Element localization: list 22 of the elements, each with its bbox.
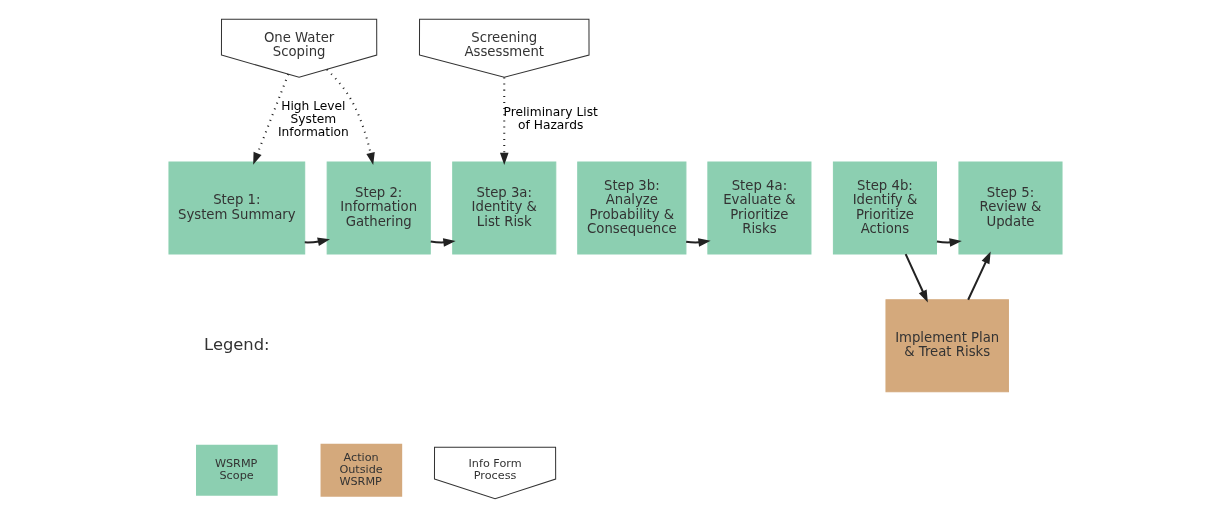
node-box: Step 3b: Analyze Probability & Consequence [576, 161, 686, 254]
arrow [966, 250, 991, 300]
legend-label: WSRMP Scope [214, 456, 257, 482]
edge-label: Preliminary List of Hazards [503, 104, 598, 132]
node-box: Step 4a: Evaluate & Prioritize Risks [706, 161, 811, 254]
arrow [904, 253, 928, 303]
edge-label: High Level System Information [277, 98, 349, 139]
arrow [685, 237, 711, 247]
arrow [325, 68, 375, 165]
arrow [252, 73, 289, 165]
arrow [499, 77, 509, 165]
label: Legend: [203, 334, 270, 354]
node-box: Step 2: Information Gathering [326, 161, 431, 254]
node-box: Step 5: Review & Update [957, 161, 1063, 254]
node-box: Implement Plan & Treat Risks [884, 298, 1009, 392]
arrow [936, 237, 962, 247]
node-box: Step 4b: Identify & Prioritize Actions [832, 161, 937, 254]
node-box: Step 1: System Summary [167, 161, 305, 254]
arrow [304, 237, 330, 246]
legend-label: Action Outside WSRMP [338, 450, 383, 488]
legend-label: Info Form Process [468, 456, 522, 482]
node-box: Step 3a: Identity & List Risk [451, 161, 556, 254]
